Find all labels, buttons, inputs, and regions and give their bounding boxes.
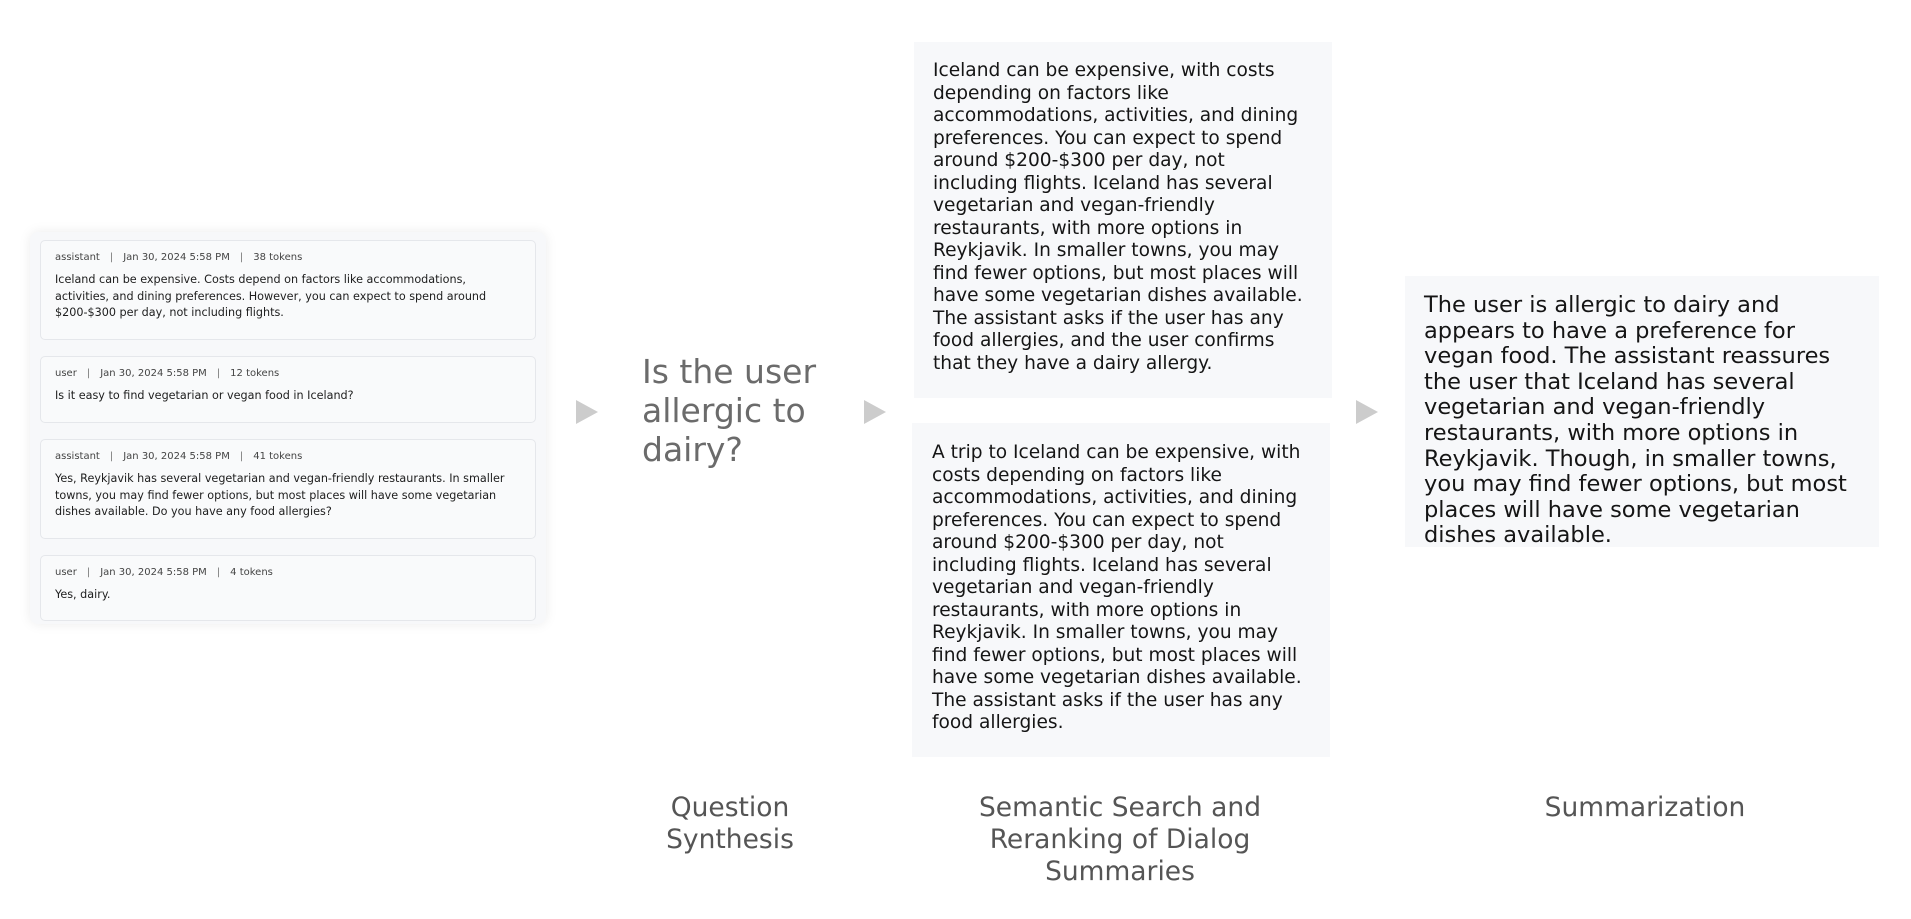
message-role: assistant (55, 451, 100, 462)
search-result-card: A trip to Iceland can be expensive, with… (912, 423, 1330, 757)
flow-arrow-icon (864, 400, 886, 424)
message-text: Yes, Reykjavik has several vegetarian an… (55, 472, 505, 518)
message-text: Iceland can be expensive. Costs depend o… (55, 273, 487, 319)
message-meta: assistant|Jan 30, 2024 5:58 PM|38 tokens (55, 252, 303, 263)
flow-arrow-icon (1356, 400, 1378, 424)
chat-history-panel: assistant|Jan 30, 2024 5:58 PM|38 tokens… (30, 232, 546, 624)
message-token-count: 38 tokens (253, 252, 303, 263)
message-meta: assistant|Jan 30, 2024 5:58 PM|41 tokens (55, 451, 303, 462)
chat-message: assistant|Jan 30, 2024 5:58 PM|38 tokens… (40, 240, 536, 340)
message-timestamp: Jan 30, 2024 5:58 PM (123, 252, 230, 263)
message-meta: user|Jan 30, 2024 5:58 PM|4 tokens (55, 567, 273, 578)
flow-arrow-icon (576, 400, 598, 424)
message-timestamp: Jan 30, 2024 5:58 PM (100, 368, 207, 379)
message-token-count: 41 tokens (253, 451, 303, 462)
chat-message: assistant|Jan 30, 2024 5:58 PM|41 tokens… (40, 439, 536, 539)
message-role: assistant (55, 252, 100, 263)
message-token-count: 4 tokens (230, 567, 273, 578)
message-role: user (55, 368, 77, 379)
message-role: user (55, 567, 77, 578)
chat-message: user|Jan 30, 2024 5:58 PM|12 tokens Is i… (40, 356, 536, 423)
message-timestamp: Jan 30, 2024 5:58 PM (100, 567, 207, 578)
caption-question-synthesis: Question Synthesis (666, 792, 794, 855)
caption-summarization: Summarization (1544, 792, 1746, 823)
search-result-card: Iceland can be expensive, with costs dep… (914, 42, 1332, 398)
message-timestamp: Jan 30, 2024 5:58 PM (123, 451, 230, 462)
message-token-count: 12 tokens (230, 368, 280, 379)
chat-message: user|Jan 30, 2024 5:58 PM|4 tokens Yes, … (40, 555, 536, 621)
caption-semantic-search: Semantic Search and Reranking of Dialog … (978, 792, 1262, 887)
message-meta: user|Jan 30, 2024 5:58 PM|12 tokens (55, 368, 280, 379)
synthesized-question: Is the user allergic to dairy? (642, 352, 817, 469)
message-text: Yes, dairy. (55, 588, 111, 601)
message-text: Is it easy to find vegetarian or vegan f… (55, 389, 354, 402)
summary-card: The user is allergic to dairy and appear… (1405, 276, 1879, 548)
